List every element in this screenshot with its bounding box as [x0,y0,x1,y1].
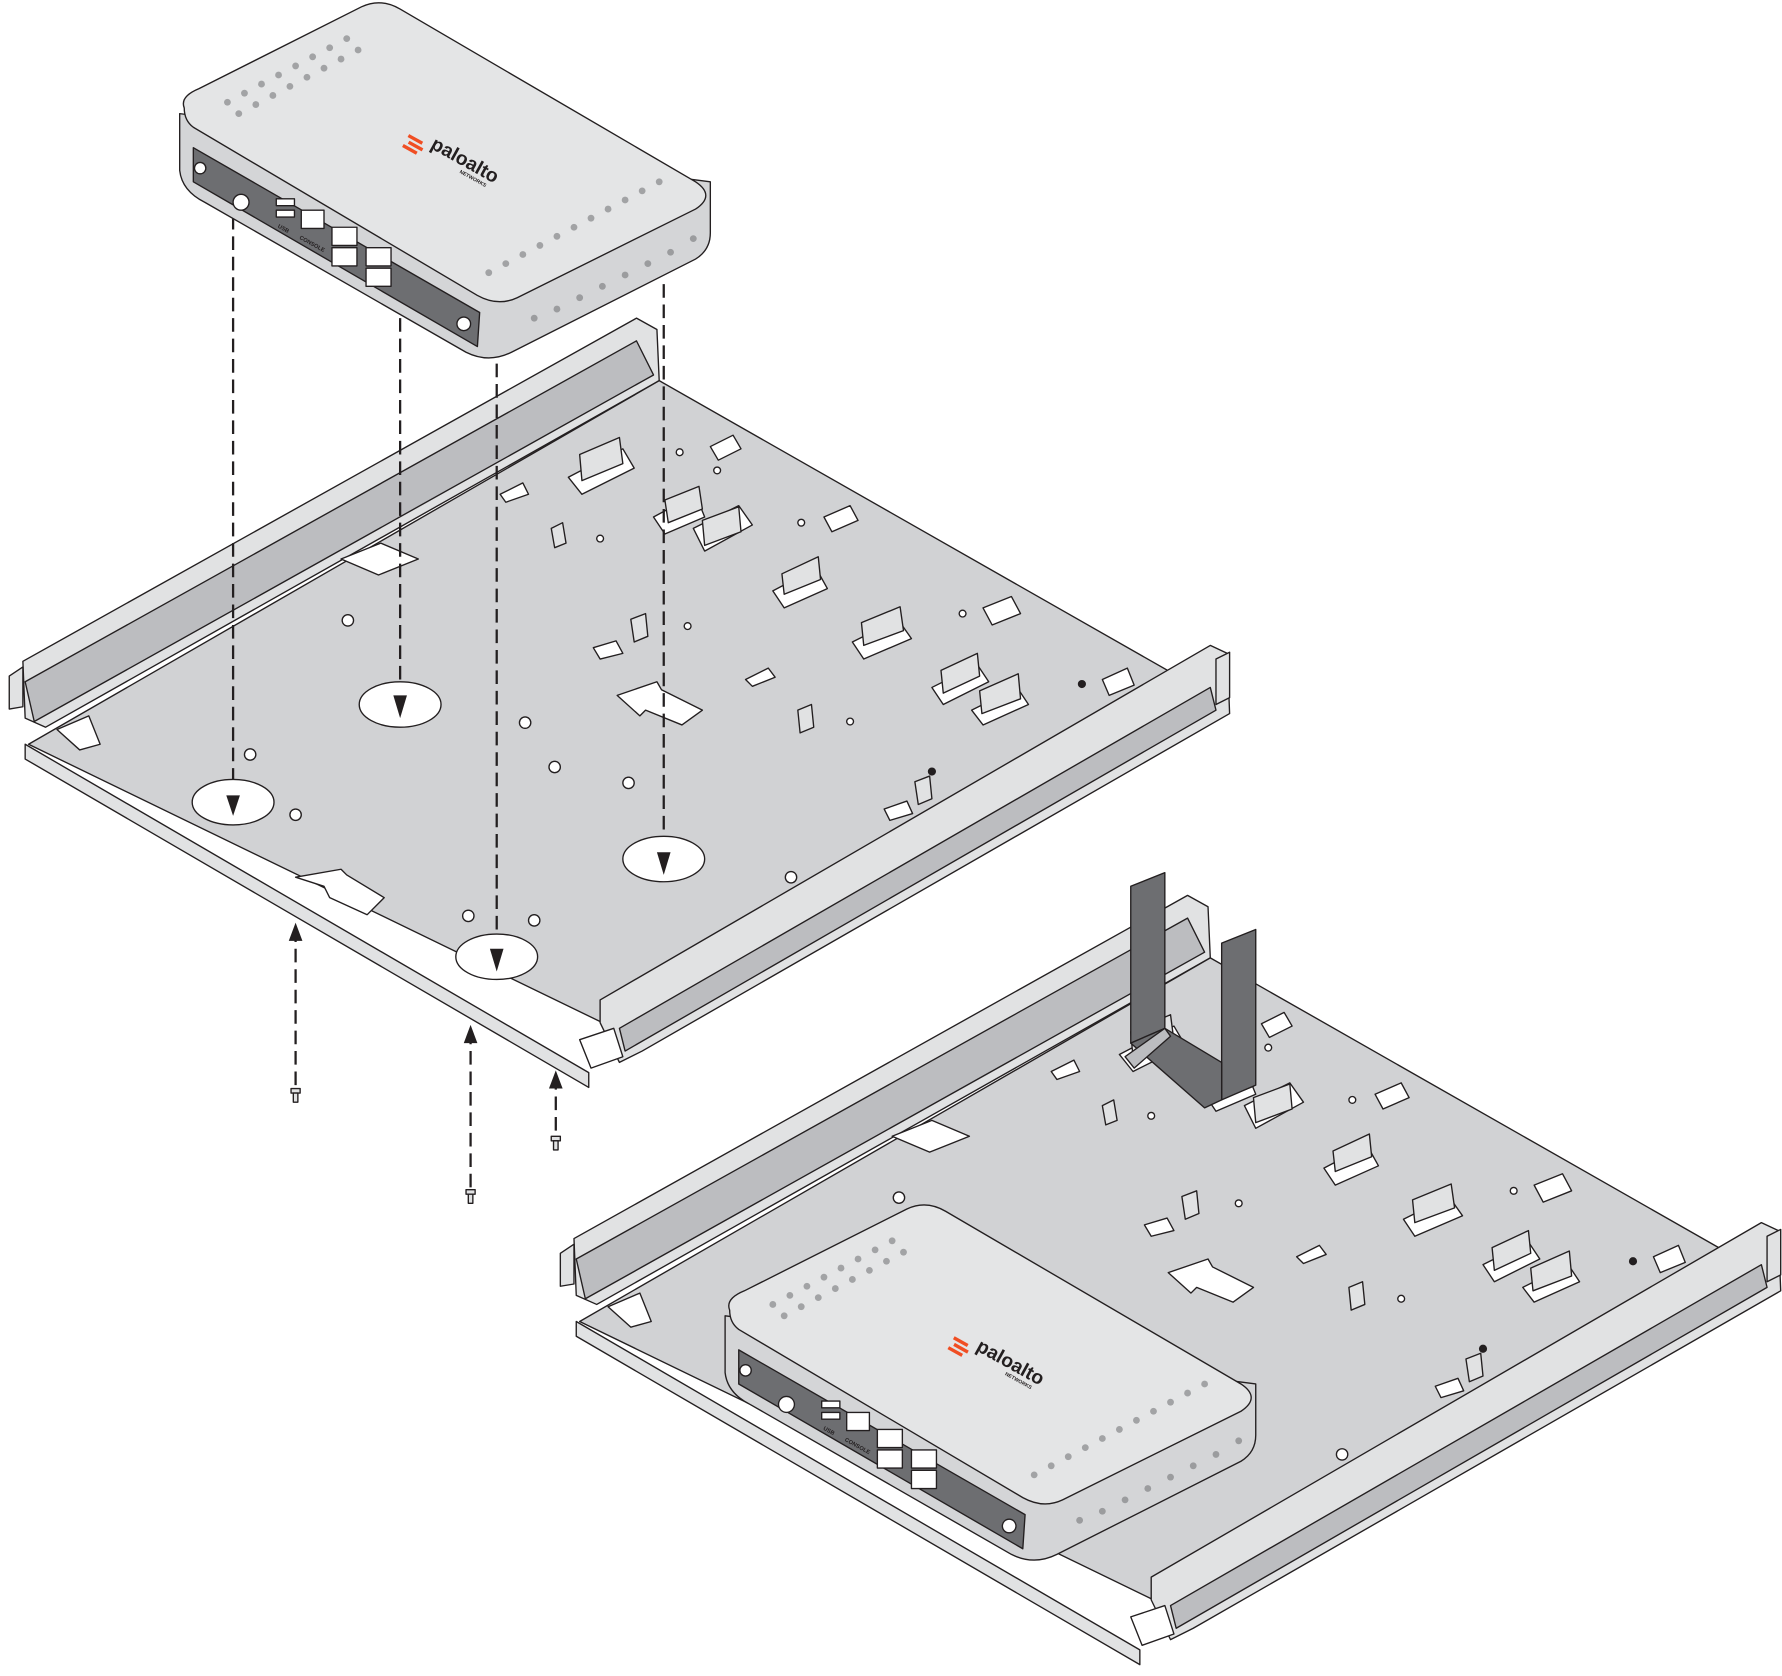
usb-label: USB [276,224,289,235]
down-arrows [226,695,671,972]
screws [288,922,563,1204]
rear-bracket [1124,871,1257,1109]
rack-tray-upper [8,317,1231,1089]
mounting-holes [191,681,706,981]
firewall-device-upper: paloalto NETWORKS USB CONSOLE [179,2,712,359]
alignment-guides [231,215,665,949]
firewall-device-lower: paloalto NETWORKS USB CONSOLE [724,1204,1257,1561]
usb-label: USB [822,1426,835,1437]
rack-tray-lower [559,894,1782,1666]
